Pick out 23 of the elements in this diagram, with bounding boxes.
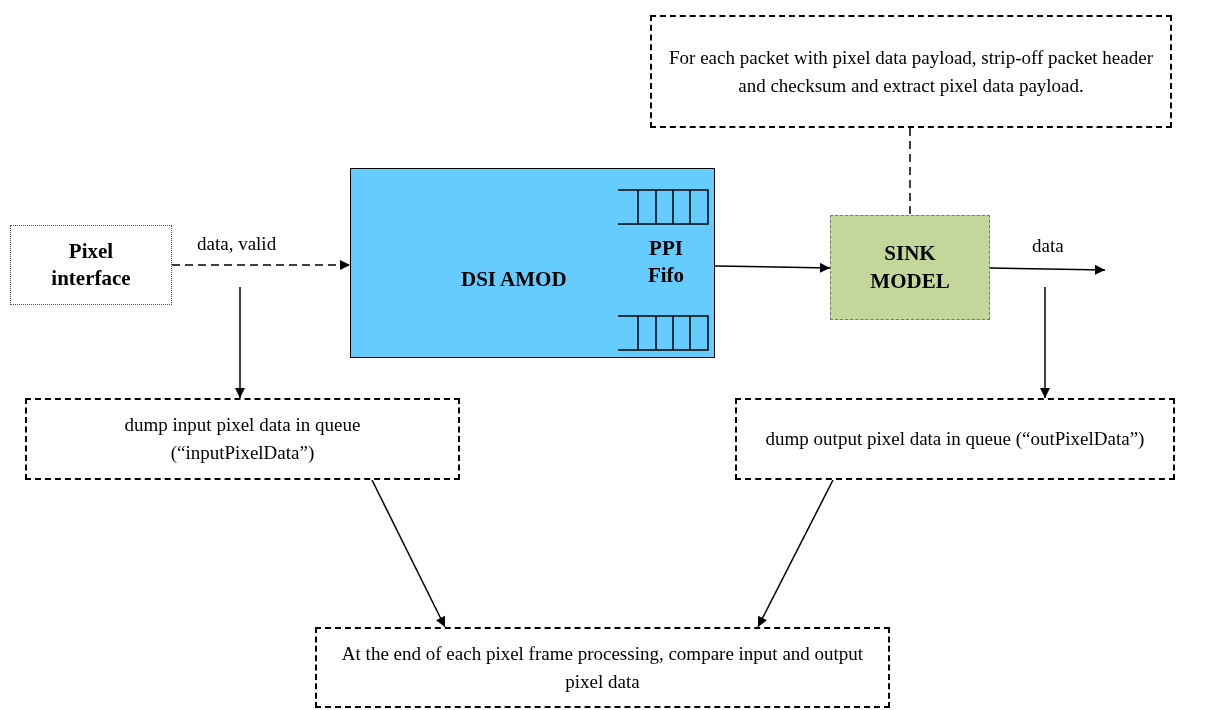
node-title: DSI AMOD <box>461 266 567 293</box>
arrow <box>989 264 1106 275</box>
interface-box <box>10 225 172 305</box>
note-text: dump input pixel data in queue (“inputPixelData”) <box>123 413 362 465</box>
arrow <box>371 479 446 628</box>
arrow <box>235 286 245 399</box>
arrow <box>171 260 351 270</box>
node-title: Pixel interface <box>50 237 132 292</box>
note-box <box>315 627 890 708</box>
note-box <box>650 15 1172 128</box>
fifo-label: PPI Fifo <box>646 235 686 290</box>
note-text: dump output pixel data in queue (“outPixelData”) <box>765 427 1145 452</box>
arrow <box>757 479 834 628</box>
module-box <box>350 168 715 358</box>
note-text: At the end of each pixel frame processing, compare input and output pixel data <box>340 641 865 694</box>
dashed-connector <box>909 127 911 216</box>
note-box <box>25 398 460 480</box>
arrow <box>714 262 831 273</box>
arrow <box>1040 286 1050 399</box>
note-box <box>735 398 1175 480</box>
sink-box <box>830 215 990 320</box>
node-title: SINK MODEL <box>869 240 951 295</box>
note-text: For each packet with pixel data payload, strip-off packet header and checksum and extract pixel data payload. <box>668 45 1154 98</box>
